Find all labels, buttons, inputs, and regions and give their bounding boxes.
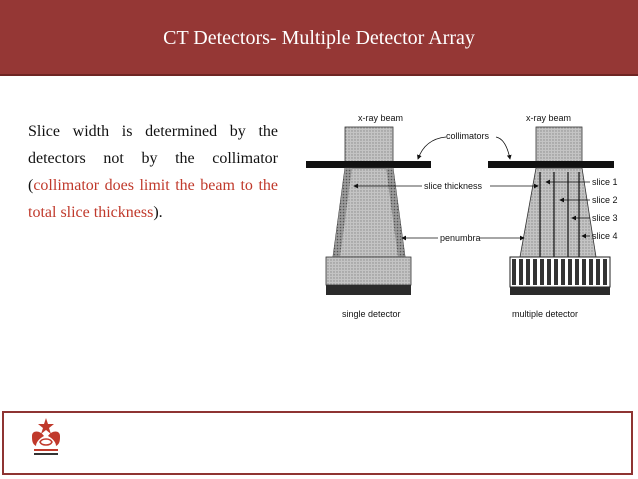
slice-label-2: slice 2 (592, 195, 618, 205)
slide-title: CT Detectors- Multiple Detector Array (163, 27, 475, 49)
collimator-left (306, 161, 431, 168)
single-detector-base (326, 285, 411, 295)
penumbra-label: penumbra (440, 233, 481, 243)
penumbra-left-a (333, 168, 352, 257)
xray-beam-right-top (535, 126, 583, 163)
body-text-part3: ). (153, 204, 163, 221)
xray-beam-label-left: x-ray beam (358, 113, 403, 123)
penumbra-left-b (386, 168, 405, 257)
collimators-label: collimators (446, 131, 490, 141)
body-text-highlight: collimator does limit the beam to the to… (28, 177, 278, 221)
multiple-detector-label: multiple detector (512, 309, 578, 319)
multiple-detector-array (509, 256, 611, 288)
multiple-detector-base (510, 287, 610, 295)
xray-beam-label-right: x-ray beam (526, 113, 571, 123)
xray-beam-left-top (344, 126, 394, 163)
institution-logo-icon (32, 418, 60, 455)
detector-elements (512, 259, 607, 285)
xray-beam-right (519, 167, 597, 258)
body-text-part1: Slice width is determined by the detecto… (28, 123, 278, 194)
detector-diagram: x-ray beam single detector x-ray beam mu… (306, 113, 618, 319)
slice-label-1: slice 1 (592, 177, 618, 187)
slice-thickness-label: slice thickness (424, 181, 483, 191)
slice-label-4: slice 4 (592, 231, 618, 241)
single-detector-label: single detector (342, 309, 401, 319)
footer-box (2, 411, 633, 475)
single-detector-block (325, 256, 412, 286)
title-bar: CT Detectors- Multiple Detector Array (0, 0, 638, 76)
collimator-right (488, 161, 614, 168)
slice-label-3: slice 3 (592, 213, 618, 223)
body-paragraph: Slice width is determined by the detecto… (28, 118, 278, 226)
